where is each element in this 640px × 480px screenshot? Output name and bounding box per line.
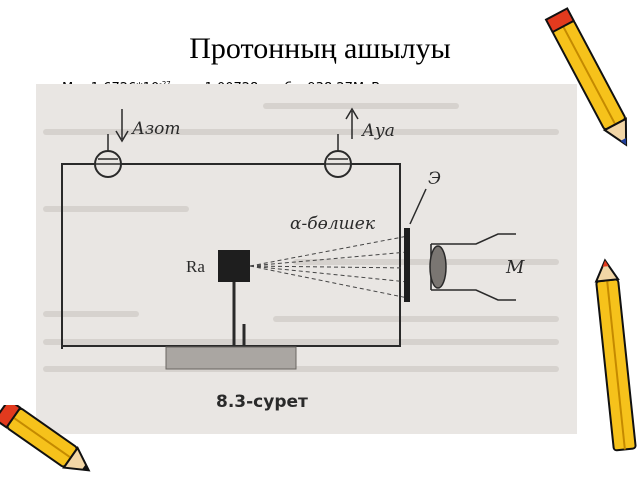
screen-label: Э [428, 169, 441, 189]
outlet-label: Ауа [361, 121, 395, 141]
inlet-label: Азот [131, 119, 181, 139]
pencil-icon [594, 258, 637, 452]
pencil-icon [0, 405, 91, 472]
slide-title: Протонның ашылуы [189, 32, 451, 65]
beam-label: α-бөлшек [290, 214, 376, 234]
source-label: Ra [186, 257, 205, 276]
pencil-icon [544, 7, 628, 147]
radium-source-block [218, 250, 250, 282]
screen-pointer [409, 188, 427, 225]
scintillation-screen [404, 228, 410, 302]
chamber-outline [61, 163, 401, 349]
inlet-arrow [115, 109, 129, 143]
microscope [429, 233, 516, 301]
background-texture [43, 103, 559, 372]
outlet-arrow [345, 107, 359, 139]
microscope-label: M [505, 257, 525, 278]
nitrogen-inlet-valve [94, 134, 122, 178]
rutherford-proton-apparatus-diagram: Азот Ауа α-бөлшек Ra Э M 8.3-сурет [36, 84, 577, 434]
stand-base [165, 346, 297, 370]
figure-caption: 8.3-сурет [216, 392, 308, 412]
air-outlet-valve [324, 134, 352, 178]
alpha-rays [249, 235, 409, 299]
